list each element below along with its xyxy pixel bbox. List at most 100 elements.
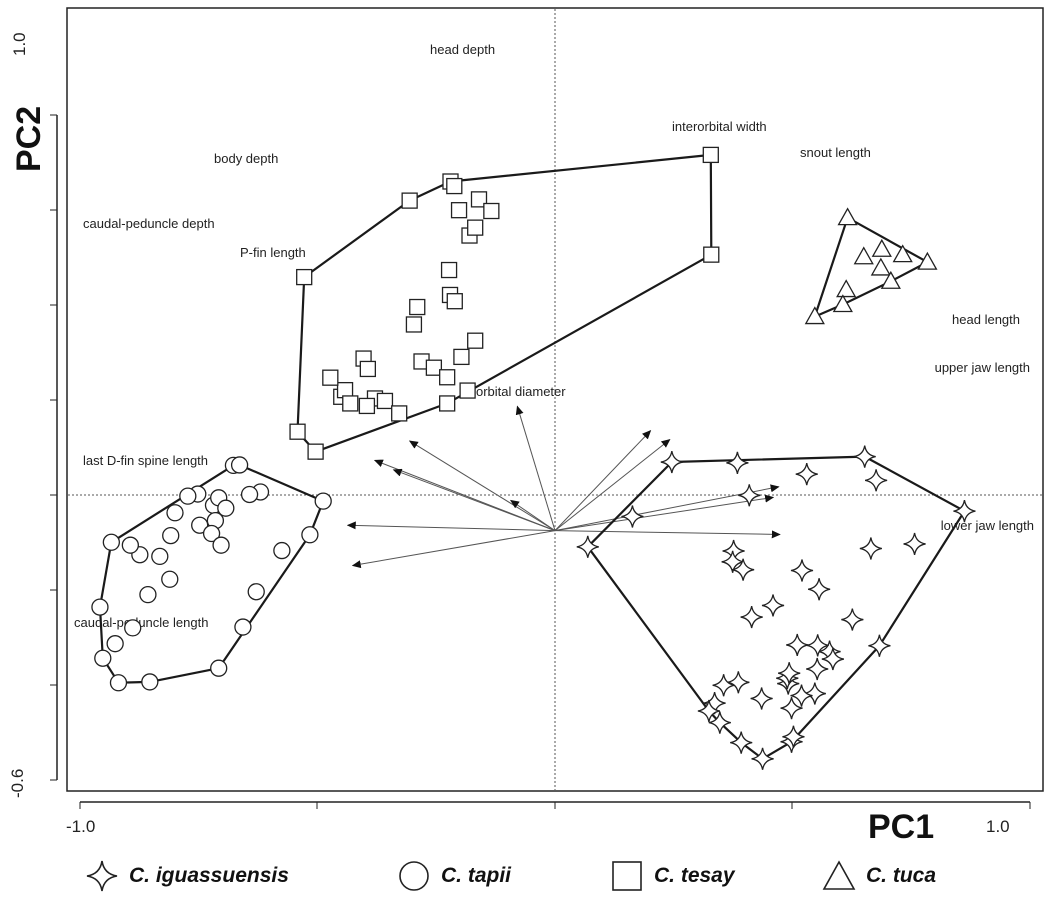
point-c-tesay-20 bbox=[467, 332, 484, 349]
loading-label-p-fin-length: P-fin length bbox=[240, 245, 306, 260]
point-c-tuca-10 bbox=[804, 306, 825, 325]
point-c-tesay-24 bbox=[405, 316, 423, 333]
point-c-tapii-10 bbox=[240, 485, 259, 504]
point-c-iguassuensis-31 bbox=[780, 696, 803, 720]
point-c-iguassuensis-7 bbox=[795, 462, 818, 486]
point-c-iguassuensis-38 bbox=[806, 634, 829, 657]
point-c-iguassuensis-23 bbox=[712, 674, 735, 697]
point-c-tuca-9 bbox=[832, 294, 853, 313]
point-c-iguassuensis-3 bbox=[726, 451, 749, 475]
point-c-tuca-3 bbox=[853, 246, 874, 265]
loading-label-caudal-peduncle-length: caudal-peduncle length bbox=[74, 615, 208, 630]
point-c-tapii-30 bbox=[234, 618, 252, 636]
point-c-tesay-27 bbox=[401, 192, 418, 209]
point-c-iguassuensis-8 bbox=[864, 469, 888, 492]
hull-c-tuca bbox=[813, 216, 929, 318]
point-c-tesay-31 bbox=[450, 202, 468, 219]
legend-item-tuca: C. tuca bbox=[822, 858, 936, 894]
point-c-tesay-18 bbox=[439, 369, 456, 386]
point-c-tuca-6 bbox=[917, 251, 938, 270]
loading-arrow-head-depth bbox=[515, 405, 556, 531]
legend-label-tapii: C. tapii bbox=[441, 864, 512, 887]
point-c-iguassuensis-15 bbox=[790, 559, 814, 582]
loading-label-last-d-fin-spine-length: last D-fin spine length bbox=[83, 453, 208, 468]
point-c-tesay-25 bbox=[440, 261, 458, 279]
point-c-tapii-14 bbox=[202, 524, 221, 543]
point-c-tesay-8 bbox=[358, 397, 376, 415]
point-c-tesay-35 bbox=[703, 246, 720, 263]
loading-arrow-body-depth bbox=[408, 440, 556, 532]
point-c-iguassuensis-26 bbox=[708, 711, 731, 734]
point-c-iguassuensis-20 bbox=[821, 647, 844, 671]
point-c-tesay-11 bbox=[322, 369, 339, 386]
point-c-iguassuensis-33 bbox=[750, 687, 773, 710]
point-c-iguassuensis-10 bbox=[953, 499, 976, 523]
pc1-axis-label: PC1 bbox=[868, 808, 935, 846]
point-c-tapii-2 bbox=[230, 456, 249, 474]
point-c-tapii-8 bbox=[179, 487, 197, 505]
pca-biplot: head depth interorbital width snout length… bbox=[50, 7, 1044, 809]
point-c-tapii-25 bbox=[106, 635, 124, 653]
circle-icon bbox=[399, 861, 429, 891]
point-c-tesay-19 bbox=[453, 348, 470, 366]
point-c-iguassuensis-16 bbox=[807, 578, 831, 601]
point-c-tapii-32 bbox=[273, 541, 291, 560]
point-c-tesay-34 bbox=[702, 146, 719, 164]
point-c-tesay-1 bbox=[296, 268, 313, 286]
point-c-iguassuensis-27 bbox=[730, 731, 753, 754]
point-c-tuca-4 bbox=[871, 238, 892, 257]
y-tick-label-bottom: -0.6 bbox=[8, 768, 27, 798]
point-c-tapii-11 bbox=[217, 499, 235, 517]
loading-arrow-lower-jaw-length bbox=[554, 530, 781, 539]
loading-label-body-depth: body depth bbox=[214, 151, 278, 166]
loading-label-head-depth: head depth bbox=[430, 42, 495, 57]
point-c-iguassuensis-41 bbox=[761, 594, 785, 617]
point-c-tapii-22 bbox=[139, 585, 157, 604]
point-c-iguassuensis-13 bbox=[721, 550, 744, 573]
point-c-tesay-21 bbox=[409, 298, 426, 316]
legend-item-tesay: C. tesay bbox=[610, 858, 735, 894]
point-c-tesay-13 bbox=[359, 360, 377, 378]
loading-arrow-orbital-diameter bbox=[509, 499, 556, 532]
point-c-tuca-8 bbox=[880, 270, 901, 289]
point-c-tesay-6 bbox=[342, 395, 359, 412]
point-c-tesay-15 bbox=[425, 359, 443, 376]
point-c-iguassuensis-39 bbox=[786, 633, 809, 657]
loading-label-snout-length: snout length bbox=[800, 145, 871, 160]
star-icon bbox=[86, 860, 118, 892]
loading-label-orbital-diameter: orbital diameter bbox=[476, 384, 566, 399]
point-c-tapii-27 bbox=[109, 674, 128, 692]
point-c-tesay-29 bbox=[446, 177, 463, 195]
legend-item-iguassuensis: C. iguassuensis bbox=[85, 858, 289, 894]
point-c-iguassuensis-1 bbox=[621, 505, 644, 528]
point-c-iguassuensis-22 bbox=[727, 671, 750, 694]
loading-label-caudal-peduncle-depth: caudal-peduncle depth bbox=[83, 216, 215, 231]
loading-arrow-interorbital-width bbox=[554, 430, 652, 531]
point-c-tapii-17 bbox=[151, 547, 169, 566]
loading-label-interorbital-width: interorbital width bbox=[672, 119, 767, 134]
point-c-iguassuensis-37 bbox=[778, 662, 801, 685]
point-c-tesay-9 bbox=[376, 392, 394, 410]
point-c-tapii-15 bbox=[162, 526, 180, 545]
loading-arrow-caudal-peduncle-length bbox=[351, 530, 556, 569]
x-tick-label-left: -1.0 bbox=[66, 817, 96, 836]
point-c-tapii-26 bbox=[94, 649, 112, 667]
point-c-iguassuensis-18 bbox=[868, 634, 891, 657]
point-c-tesay-32 bbox=[467, 219, 484, 236]
point-c-tapii-33 bbox=[301, 526, 319, 544]
point-c-iguassuensis-14 bbox=[731, 558, 755, 581]
point-c-tuca-5 bbox=[892, 244, 913, 263]
legend-label-tuca: C. tuca bbox=[866, 864, 937, 887]
point-c-tuca-1 bbox=[837, 207, 858, 226]
point-c-tapii-20 bbox=[102, 533, 120, 551]
point-c-tapii-19 bbox=[121, 536, 140, 554]
y-tick-label-top: 1.0 bbox=[10, 32, 29, 56]
loading-arrow-upper-jaw-length bbox=[554, 494, 775, 532]
point-c-tesay-10 bbox=[391, 405, 408, 422]
loading-label-upper-jaw-length: upper jaw length bbox=[935, 360, 1030, 375]
point-c-iguassuensis-32 bbox=[803, 682, 826, 705]
point-c-iguassuensis-11 bbox=[859, 537, 882, 560]
pc2-axis-label: PC2 bbox=[10, 105, 48, 172]
point-c-tuca-2 bbox=[870, 257, 891, 276]
loading-label-head-length: head length bbox=[952, 312, 1020, 327]
